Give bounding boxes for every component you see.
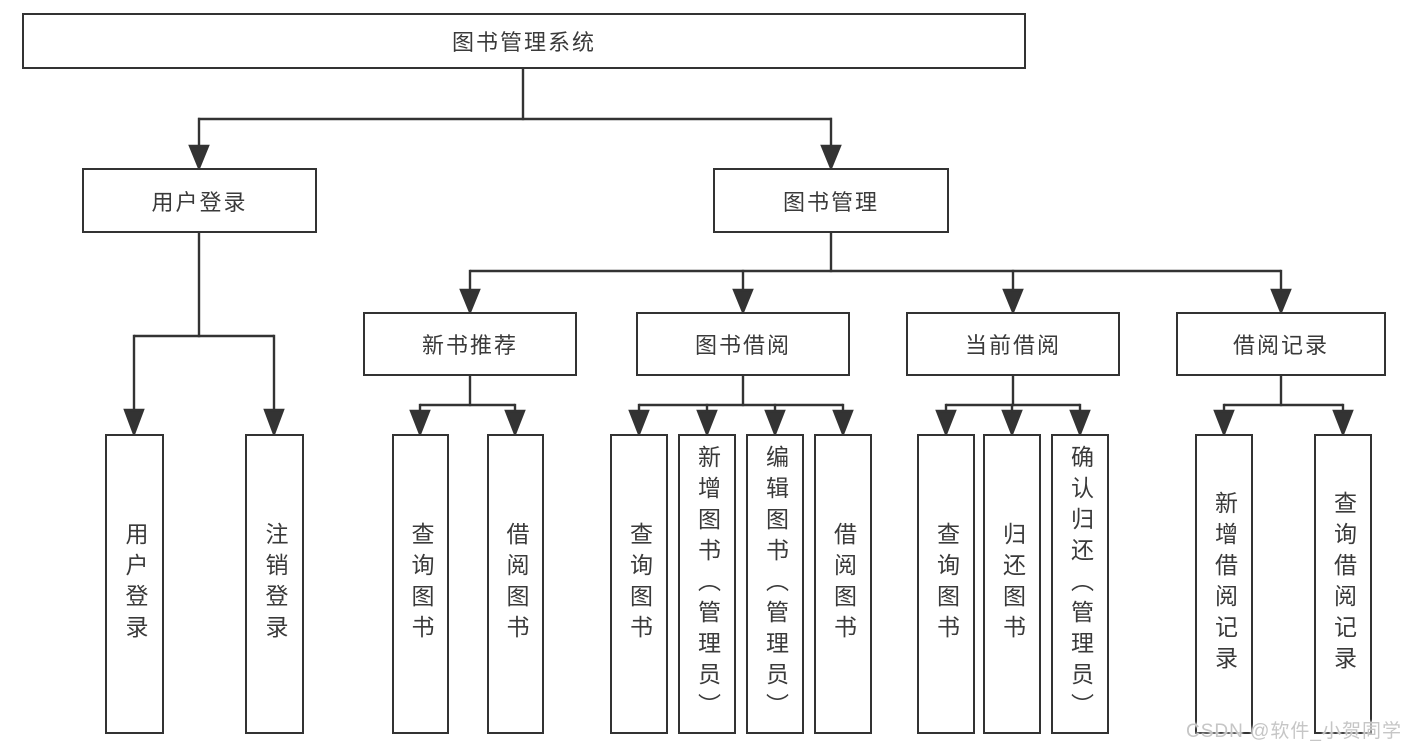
node-label: 图书管理系统 xyxy=(451,30,596,55)
leaf-label: 归还图书 xyxy=(999,522,1026,646)
node-label: 新书推荐 xyxy=(421,333,518,358)
node-label: 借阅记录 xyxy=(1232,333,1329,358)
watermark: CSDN @软件_小贺同学 xyxy=(1186,721,1402,742)
connectors-user-login xyxy=(123,233,285,438)
leaf-query-books-borrowing: 查询图书 xyxy=(610,434,668,734)
connectors-root xyxy=(188,68,842,172)
node-user-login: 用户登录 xyxy=(82,168,317,233)
leaf-label: 借阅图书 xyxy=(503,522,529,646)
leaf-label: 用户登录 xyxy=(122,522,148,646)
leaf-label: 注销登录 xyxy=(262,522,288,646)
leaf-borrow-books-recommend: 借阅图书 xyxy=(487,434,544,734)
leaf-label: 查询图书 xyxy=(933,522,960,646)
node-current-borrowing: 当前借阅 xyxy=(906,312,1120,376)
node-new-book-recommend: 新书推荐 xyxy=(363,312,577,376)
leaf-query-books-current: 查询图书 xyxy=(917,434,975,734)
node-label: 图书管理 xyxy=(782,189,879,215)
node-label: 当前借阅 xyxy=(964,333,1061,358)
leaf-logout-login: 注销登录 xyxy=(245,434,304,734)
connectors-new-book-recommend xyxy=(409,376,526,438)
node-root-library-management-system: 图书管理系统 xyxy=(22,13,1026,69)
leaf-label: 查询图书 xyxy=(626,522,653,646)
leaf-query-borrow-record: 查询借阅记录 xyxy=(1314,434,1372,734)
leaf-user-login: 用户登录 xyxy=(105,434,164,734)
leaf-label: 新增图书（管理员） xyxy=(694,444,721,724)
leaf-label: 查询借阅记录 xyxy=(1330,491,1357,677)
node-book-management: 图书管理 xyxy=(713,168,949,233)
leaf-label: 查询图书 xyxy=(408,522,434,646)
node-label: 用户登录 xyxy=(151,189,248,215)
node-borrowing-records: 借阅记录 xyxy=(1176,312,1386,376)
leaf-edit-book-admin: 编辑图书（管理员） xyxy=(746,434,804,734)
leaf-label: 确认归还（管理员） xyxy=(1067,444,1094,724)
leaf-label: 新增借阅记录 xyxy=(1211,491,1238,677)
connectors-current-borrowing xyxy=(935,376,1091,438)
leaf-confirm-return-admin: 确认归还（管理员） xyxy=(1051,434,1109,734)
leaf-label: 借阅图书 xyxy=(830,522,857,646)
leaf-add-borrow-record: 新增借阅记录 xyxy=(1195,434,1253,734)
node-book-borrowing: 图书借阅 xyxy=(636,312,850,376)
leaf-return-books: 归还图书 xyxy=(983,434,1041,734)
node-label: 图书借阅 xyxy=(694,333,791,358)
leaf-borrow-books-borrowing: 借阅图书 xyxy=(814,434,872,734)
connectors-book-borrowing xyxy=(628,376,854,438)
leaf-query-books-recommend: 查询图书 xyxy=(392,434,449,734)
connectors-book-management xyxy=(459,233,1292,316)
leaf-label: 编辑图书（管理员） xyxy=(762,444,789,724)
connectors-borrowing-records xyxy=(1213,376,1354,438)
leaf-add-book-admin: 新增图书（管理员） xyxy=(678,434,736,734)
